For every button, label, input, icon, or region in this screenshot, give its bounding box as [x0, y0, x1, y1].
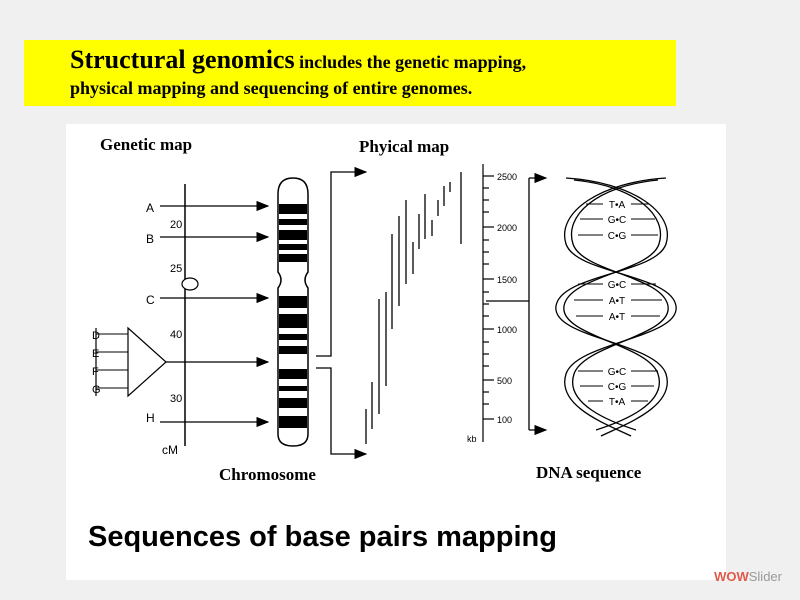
dna-sequence-label: DNA sequence [536, 463, 642, 482]
marker-d: D [92, 330, 100, 342]
title-banner: Structural genomics includes the genetic… [24, 40, 676, 106]
dna-bracket [486, 172, 548, 436]
banner-line-2: physical mapping and sequencing of entir… [70, 78, 473, 98]
kb-tick-500: 500 [497, 376, 512, 386]
marker-a: A [146, 201, 154, 215]
kb-ruler [482, 164, 494, 442]
logo-slider: Slider [748, 569, 782, 584]
base-pair-labels [603, 197, 631, 408]
pair-3: C•G [608, 231, 627, 242]
marker-arrows [160, 200, 270, 428]
kb-tick-2500: 2500 [497, 172, 517, 182]
centromere-marker [181, 277, 199, 291]
marker-h: H [146, 411, 155, 425]
unit-kb: kb [467, 434, 477, 444]
distance-bc: 25 [170, 263, 182, 275]
kb-tick-1000: 1000 [497, 325, 517, 335]
pair-2: G•C [608, 215, 627, 226]
unit-cm: cM [162, 443, 178, 457]
pair-1: T•A [609, 200, 626, 211]
marker-g: G [92, 384, 101, 396]
distance-gh: 30 [170, 393, 182, 405]
distance-cd: 40 [170, 329, 182, 341]
pair-5: A•T [609, 296, 625, 307]
pair-4: G•C [608, 280, 627, 291]
kb-tick-1500: 1500 [497, 275, 517, 285]
marker-cluster [95, 326, 167, 398]
marker-b: B [146, 232, 154, 246]
physical-map-contigs [365, 172, 462, 444]
diagram-panel: Genetic map Phyical map Chromosome DNA s… [66, 124, 726, 580]
banner-title-rest: includes the genetic mapping, [294, 52, 527, 72]
chromosome-label: Chromosome [219, 465, 316, 484]
kb-tick-100: 100 [497, 415, 512, 425]
pair-9: T•A [609, 397, 626, 408]
pair-8: C•G [608, 382, 627, 393]
distance-ab: 20 [170, 219, 182, 231]
marker-f: F [92, 366, 99, 378]
physical-map-bracket [316, 166, 368, 460]
chromosome [277, 177, 309, 447]
physical-map-label: Phyical map [359, 137, 449, 156]
pair-6: A•T [609, 312, 625, 323]
footer-caption: Sequences of base pairs mapping [88, 521, 557, 553]
logo-wow: WOW [714, 569, 749, 584]
genetic-map-label: Genetic map [100, 135, 192, 154]
pair-7: G•C [608, 367, 627, 378]
marker-e: E [92, 348, 99, 360]
marker-c: C [146, 293, 155, 307]
dna-helix [555, 177, 677, 437]
genomics-diagram: Genetic map Phyical map Chromosome DNA s… [88, 135, 677, 553]
kb-tick-2000: 2000 [497, 223, 517, 233]
wowslider-logo: WOWSlider [714, 569, 782, 584]
banner-title-emphasis: Structural genomics [70, 45, 295, 74]
banner-line-1: Structural genomics includes the genetic… [70, 45, 526, 75]
